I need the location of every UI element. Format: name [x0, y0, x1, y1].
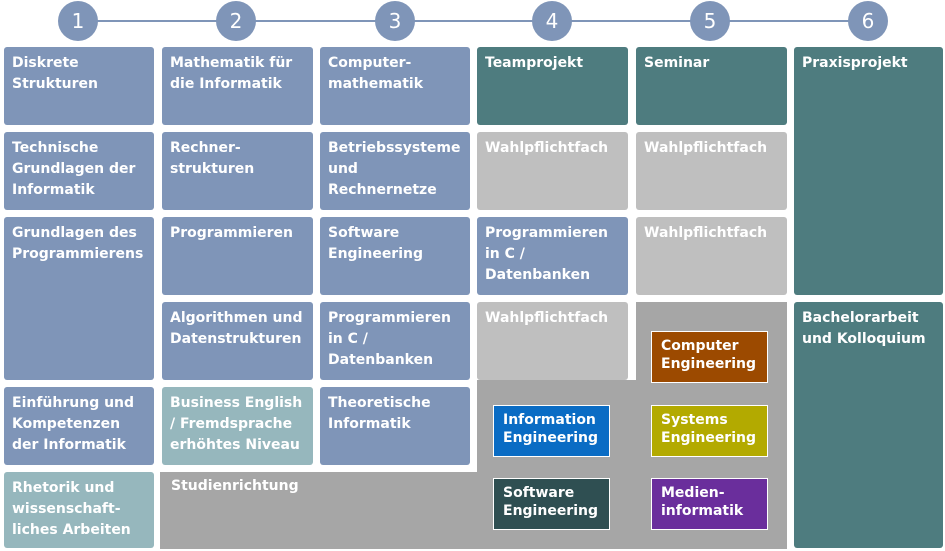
course-business-english: Business English / Fremdsprache erhöhtes…: [162, 387, 313, 465]
course-programmieren-c-semester-3: Programmieren in C / Datenbanken: [320, 302, 470, 380]
semester-1-marker: 1: [58, 1, 98, 41]
semester-3-marker: 3: [375, 1, 415, 41]
semester-timeline: [78, 20, 868, 22]
course-bachelorarbeit: Bachelorarbeit und Kolloquium: [794, 302, 943, 548]
course-rhetorik: Rhetorik und wissenschaft-liches Arbeite…: [4, 472, 154, 548]
course-computermathematik: Computer-mathematik: [320, 47, 470, 125]
course-software-engineering: Software Engineering: [320, 217, 470, 295]
specialization-information-engineering: Information Engineering: [493, 405, 610, 457]
course-grundlagen-programmierens: Grundlagen des Programmierens: [4, 217, 154, 380]
semester-4-marker: 4: [532, 1, 572, 41]
course-algorithmen: Algorithmen und Datenstrukturen: [162, 302, 313, 380]
course-diskrete-strukturen: Diskrete Strukturen: [4, 47, 154, 125]
course-teamprojekt: Teamprojekt: [477, 47, 628, 125]
course-theoretische-informatik: Theoretische Informatik: [320, 387, 470, 465]
course-praxisprojekt: Praxisprojekt: [794, 47, 943, 295]
course-wahlpflichtfach-5a: Wahlpflichtfach: [636, 132, 787, 210]
specialization-systems-engineering: Systems Engineering: [651, 405, 768, 457]
semester-2-marker: 2: [216, 1, 256, 41]
semester-5-marker: 5: [690, 1, 730, 41]
course-rechnerstrukturen: Rechner-strukturen: [162, 132, 313, 210]
course-technische-grundlagen: Technische Grundlagen der Informatik: [4, 132, 154, 210]
studienrichtung-label: Studienrichtung: [171, 478, 299, 494]
course-programmieren-c-semester-4: Programmieren in C / Datenbanken: [477, 217, 628, 295]
course-einfuehrung-kompetenzen: Einführung und Kompetenzen der Informati…: [4, 387, 154, 465]
course-programmieren: Programmieren: [162, 217, 313, 295]
course-seminar: Seminar: [636, 47, 787, 125]
specialization-software-engineering: Software Engineering: [493, 478, 610, 530]
course-mathematik-informatik: Mathematik für die Informatik: [162, 47, 313, 125]
course-wahlpflichtfach-5b: Wahlpflichtfach: [636, 217, 787, 295]
course-betriebssysteme: Betriebssysteme und Rechnernetze: [320, 132, 470, 210]
course-wahlpflichtfach-4a: Wahlpflichtfach: [477, 132, 628, 210]
specialization-medieninformatik: Medien-informatik: [651, 478, 768, 530]
semester-6-marker: 6: [848, 1, 888, 41]
course-wahlpflichtfach-4b: Wahlpflichtfach: [477, 302, 628, 380]
specialization-computer-engineering: Computer Engineering: [651, 331, 768, 383]
